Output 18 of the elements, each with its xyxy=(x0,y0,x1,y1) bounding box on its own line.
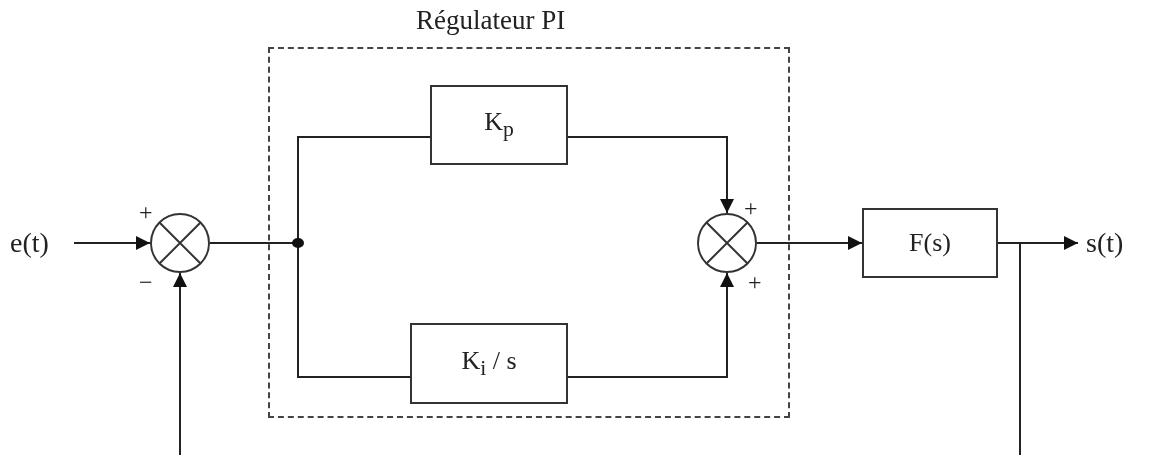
block-box: K$_{p}$ xyxy=(430,85,568,165)
signal-label: e(t) xyxy=(10,226,66,260)
sign-label: + xyxy=(744,196,758,220)
connector-line xyxy=(997,242,1021,455)
sign-label: − xyxy=(139,270,153,294)
block-box: F(s) xyxy=(862,208,998,278)
summing-junction xyxy=(150,213,210,273)
block-box: K$_{i}$ / s xyxy=(410,323,568,404)
arrow xyxy=(567,136,734,214)
summing-junction xyxy=(697,213,757,273)
arrow xyxy=(567,272,734,378)
sign-label: + xyxy=(748,270,762,294)
arrow xyxy=(173,272,187,455)
arrow xyxy=(756,236,863,250)
group-title: Régulateur PI xyxy=(416,5,566,36)
sign-label: + xyxy=(139,200,153,224)
arrow xyxy=(73,236,151,250)
signal-label: s(t) xyxy=(1086,226,1136,260)
